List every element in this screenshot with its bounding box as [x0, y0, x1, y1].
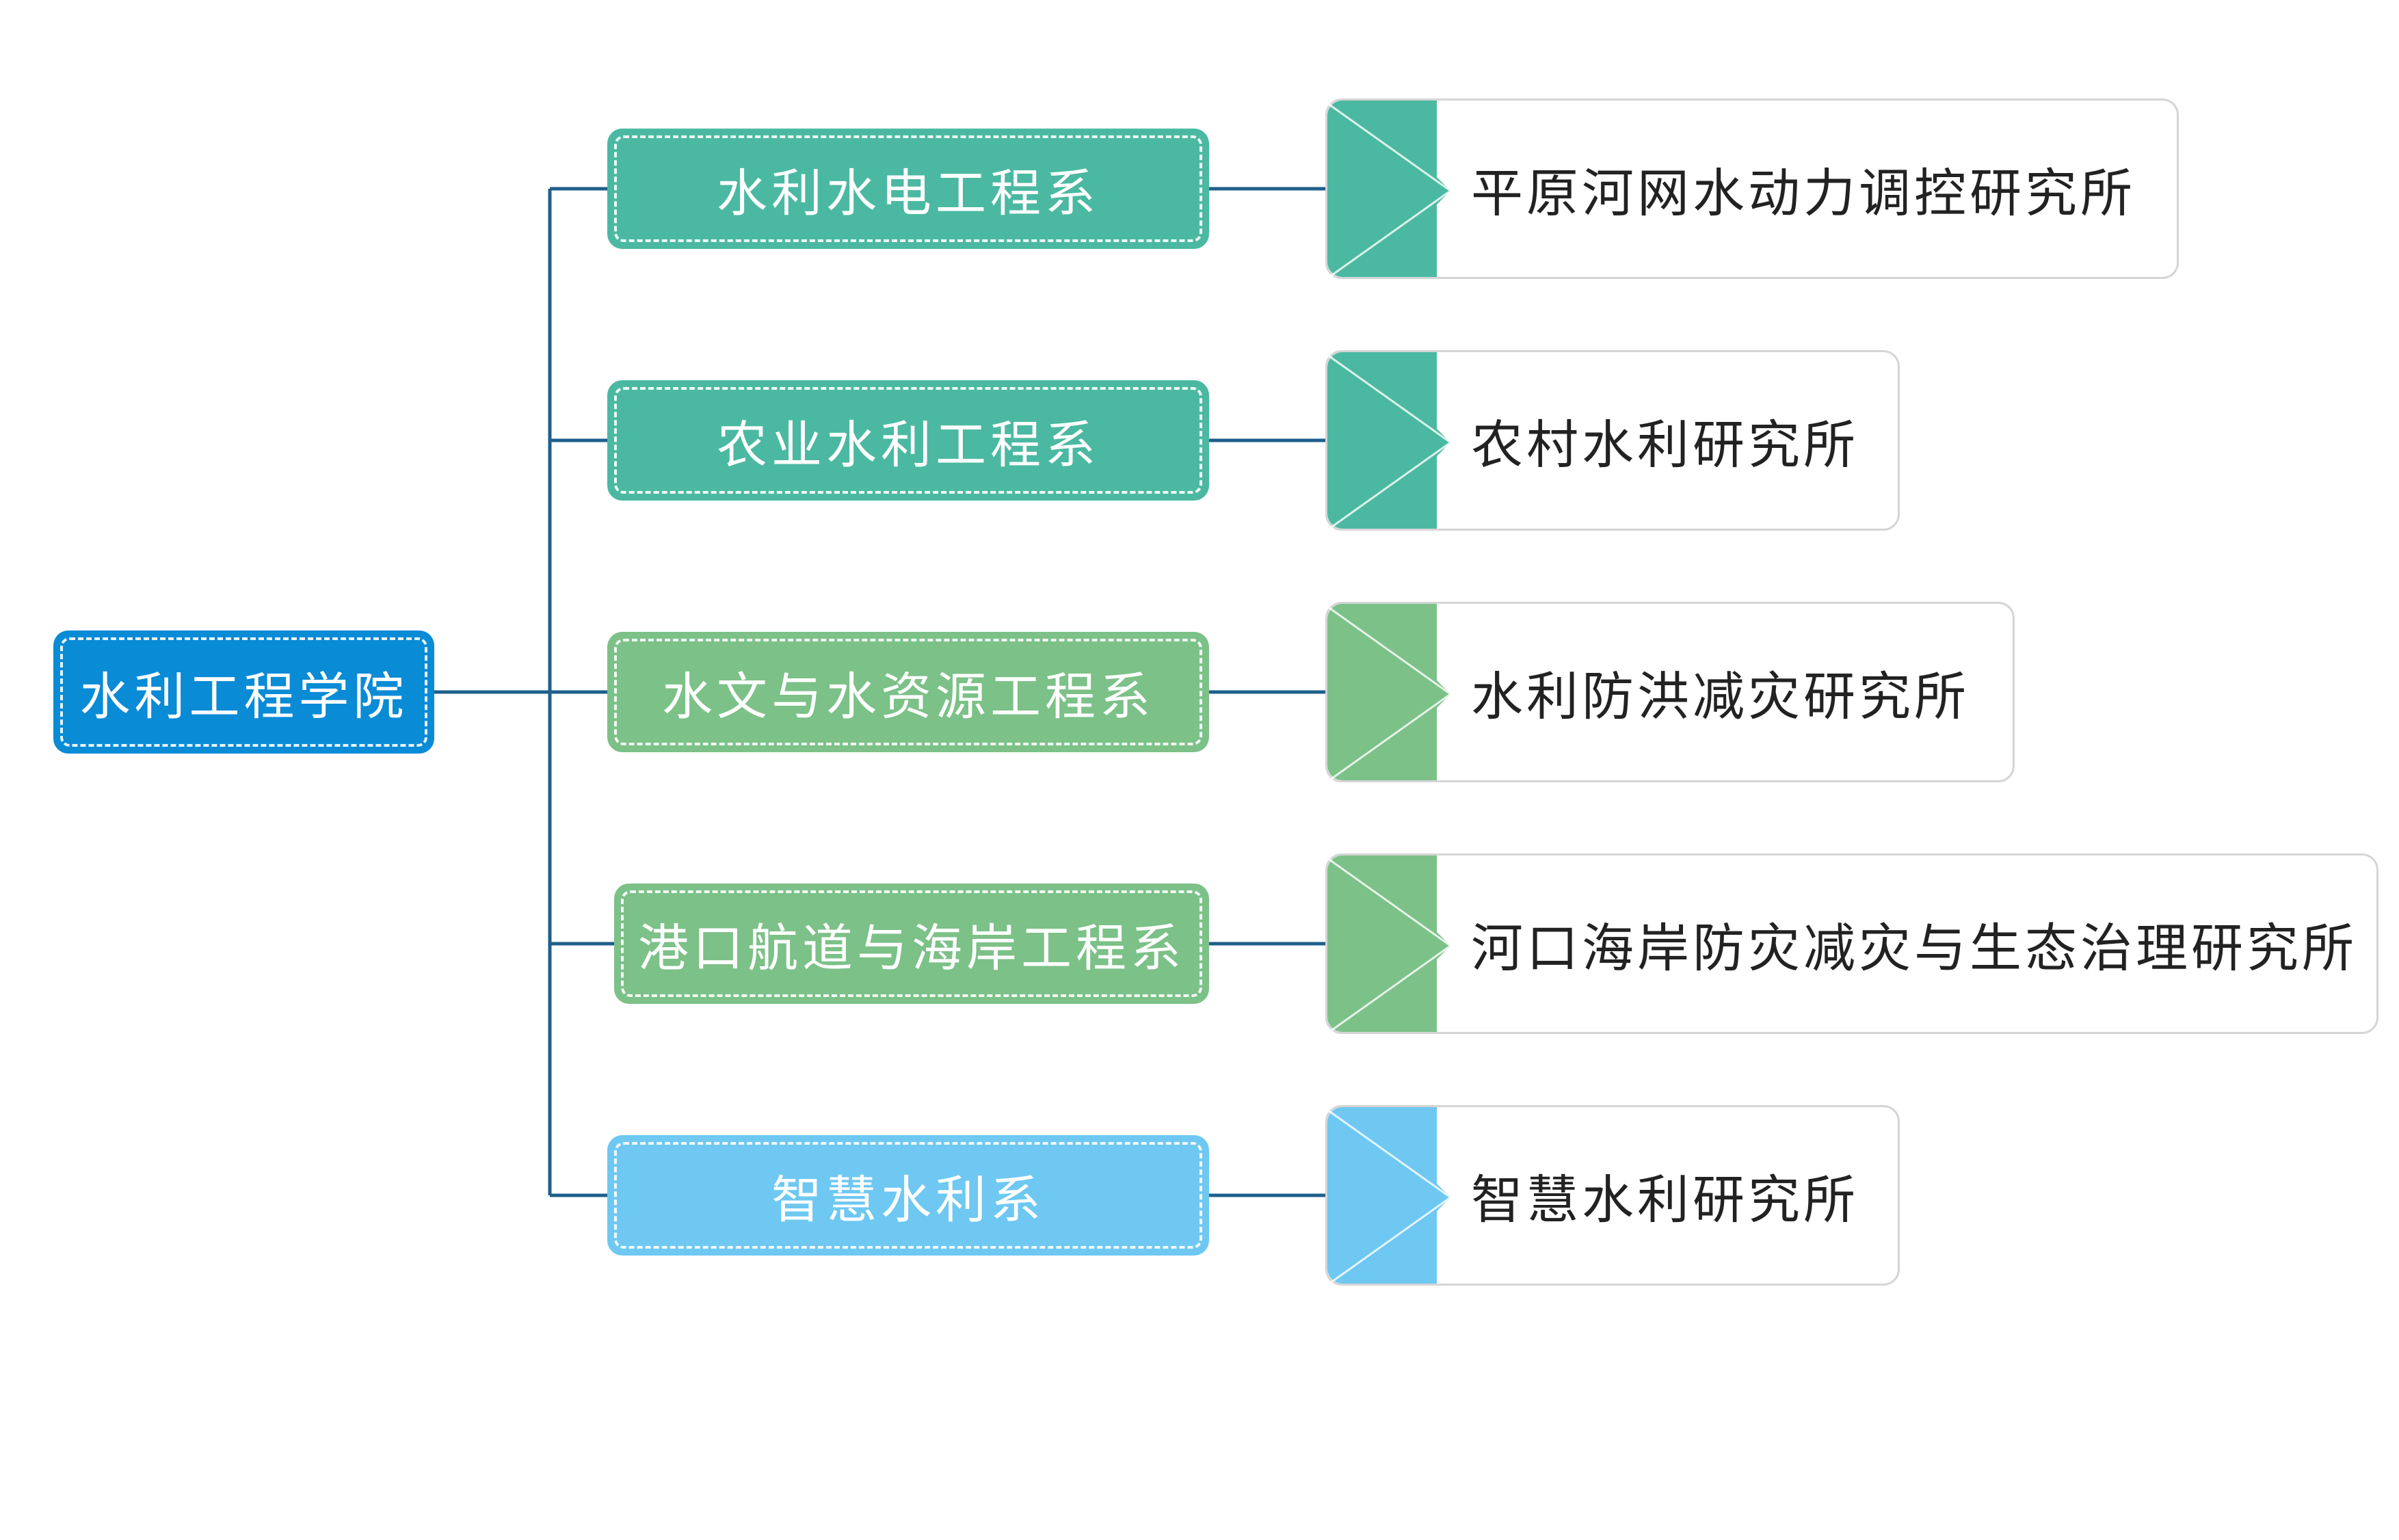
institute-label: 智慧水利研究所 — [1471, 1169, 1859, 1230]
institute-label: 河口海岸防灾减灾与生态治理研究所 — [1471, 918, 2357, 979]
institute-node-estuary: 河口海岸防灾减灾与生态治理研究所 — [1325, 853, 2378, 1035]
institute-tab-arrow-icon — [1327, 101, 1453, 280]
institute-label: 水利防洪减灾研究所 — [1471, 666, 1970, 727]
department-node-agricultural: 农业水利工程系 — [607, 380, 1209, 501]
institute-tab-arrow-icon — [1327, 855, 1453, 1035]
department-label: 水利水电工程系 — [717, 163, 1100, 223]
department-label: 水文与水资源工程系 — [662, 667, 1154, 726]
department-node-hydrology: 水文与水资源工程系 — [607, 632, 1209, 752]
institute-tab-arrow-icon — [1327, 352, 1453, 531]
department-node-harbor: 港口航道与海岸工程系 — [614, 884, 1209, 1004]
institute-tab-arrow-icon — [1327, 1107, 1453, 1286]
root-node-label: 水利工程学院 — [79, 667, 408, 726]
institute-node-plain-river: 平原河网水动力调控研究所 — [1325, 98, 2179, 280]
department-label: 港口航道与海岸工程系 — [638, 918, 1185, 978]
institute-label: 农村水利研究所 — [1471, 414, 1859, 475]
institute-node-rural: 农村水利研究所 — [1325, 350, 1900, 531]
root-node-college: 水利工程学院 — [53, 630, 434, 754]
institute-label: 平原河网水动力调控研究所 — [1471, 163, 2136, 224]
institute-node-smart: 智慧水利研究所 — [1325, 1105, 1900, 1286]
department-label: 农业水利工程系 — [717, 415, 1100, 475]
department-label: 智慧水利系 — [771, 1170, 1045, 1230]
department-node-smart: 智慧水利系 — [607, 1135, 1209, 1256]
department-node-hydropower: 水利水电工程系 — [607, 129, 1209, 249]
institute-tab-arrow-icon — [1327, 604, 1453, 783]
institute-node-flood: 水利防洪减灾研究所 — [1325, 602, 2015, 783]
